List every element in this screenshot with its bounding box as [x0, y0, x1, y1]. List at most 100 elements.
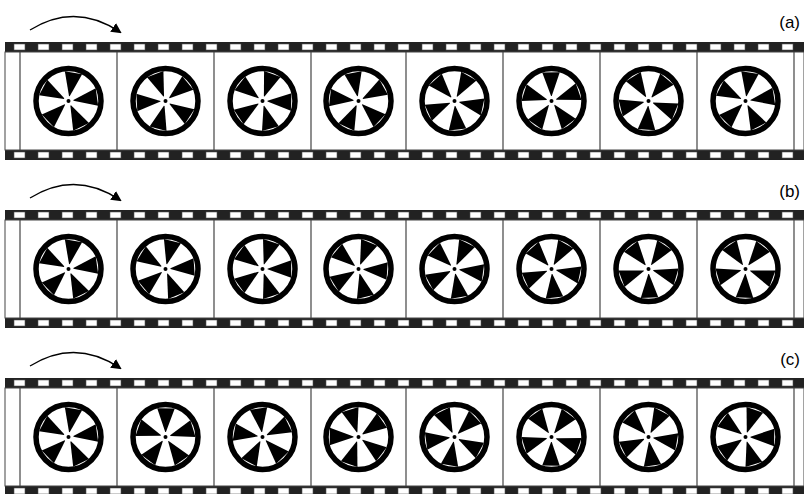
frame-divider	[405, 388, 406, 486]
wheel	[616, 69, 681, 134]
wheel	[422, 237, 487, 302]
sprocket-hole	[278, 320, 289, 326]
sprocket-hole	[542, 320, 553, 326]
sprocket-hole	[470, 44, 481, 50]
wheel	[713, 69, 778, 134]
sprocket-hole	[734, 44, 745, 50]
wheel	[36, 69, 101, 134]
sprocket-hole	[446, 380, 457, 386]
sprocket-hole	[686, 488, 697, 494]
sprocket-hole	[326, 380, 337, 386]
sprocket-hole	[62, 212, 73, 218]
wheel	[326, 405, 391, 470]
sprocket-hole	[518, 212, 529, 218]
sprocket-hole	[638, 488, 649, 494]
sprocket-hole	[758, 152, 769, 158]
sprocket-hole	[590, 488, 601, 494]
frame-divider	[502, 52, 503, 150]
frame-divider	[696, 52, 697, 150]
frame-divider	[116, 388, 117, 486]
film-ground	[5, 388, 804, 486]
sprocket-hole	[86, 320, 97, 326]
sprocket-hole	[614, 212, 625, 218]
sprocket-hole	[374, 44, 385, 50]
sprocket-hole	[518, 320, 529, 326]
sprocket-band	[5, 150, 804, 160]
sprocket-hole	[662, 44, 673, 50]
sprocket-hole	[38, 320, 49, 326]
sprocket-hole	[182, 212, 193, 218]
sprocket-hole	[86, 380, 97, 386]
sprocket-hole	[230, 380, 241, 386]
sprocket-hole	[206, 488, 217, 494]
sprocket-hole	[686, 320, 697, 326]
frame-divider	[696, 388, 697, 486]
sprocket-hole	[614, 320, 625, 326]
frame-divider	[696, 220, 697, 318]
sprocket-hole	[494, 320, 505, 326]
sprocket-hole	[38, 212, 49, 218]
sprocket-hole	[326, 212, 337, 218]
frame-divider	[310, 388, 311, 486]
film-strip	[5, 352, 804, 494]
sprocket-hole	[254, 320, 265, 326]
frame-divider	[793, 52, 794, 150]
sprocket-hole	[110, 44, 121, 50]
sprocket-hole	[86, 212, 97, 218]
sprocket-hole	[398, 320, 409, 326]
sprocket-hole	[422, 212, 433, 218]
sprocket-hole	[638, 212, 649, 218]
sprocket-hole	[134, 488, 145, 494]
sprocket-hole	[638, 152, 649, 158]
sprocket-hole	[686, 44, 697, 50]
sprocket-hole	[494, 212, 505, 218]
sprocket-hole	[446, 320, 457, 326]
sprocket-hole	[230, 212, 241, 218]
sprocket-hole	[662, 488, 673, 494]
sprocket-hole	[182, 44, 193, 50]
frame-divider	[116, 52, 117, 150]
sprocket-hole	[422, 44, 433, 50]
sprocket-hole	[374, 488, 385, 494]
frame-divider	[310, 52, 311, 150]
sprocket-hole	[110, 320, 121, 326]
film-ground	[5, 52, 804, 150]
sprocket-hole	[302, 44, 313, 50]
wheel	[133, 237, 198, 302]
sprocket-band	[5, 42, 804, 52]
sprocket-hole	[446, 152, 457, 158]
sprocket-hole	[230, 44, 241, 50]
sprocket-hole	[326, 44, 337, 50]
sprocket-hole	[494, 380, 505, 386]
sprocket-hole	[734, 152, 745, 158]
frame-divider	[793, 388, 794, 486]
sprocket-hole	[710, 320, 721, 326]
sprocket-hole	[710, 212, 721, 218]
rotation-arrow	[30, 184, 120, 200]
frame-divider	[213, 388, 214, 486]
sprocket-hole	[110, 380, 121, 386]
sprocket-hole	[566, 212, 577, 218]
sprocket-hole	[518, 44, 529, 50]
sprocket-hole	[38, 152, 49, 158]
sprocket-hole	[662, 152, 673, 158]
sprocket-hole	[566, 44, 577, 50]
wheel	[713, 237, 778, 302]
sprocket-hole	[110, 488, 121, 494]
sprocket-hole	[734, 380, 745, 386]
sprocket-hole	[302, 380, 313, 386]
sprocket-hole	[86, 44, 97, 50]
rotation-arrow	[30, 16, 120, 32]
film-strip	[5, 184, 804, 328]
sprocket-hole	[374, 152, 385, 158]
frame-divider	[405, 220, 406, 318]
sprocket-hole	[614, 488, 625, 494]
sprocket-hole	[350, 44, 361, 50]
sprocket-hole	[158, 212, 169, 218]
sprocket-hole	[518, 488, 529, 494]
sprocket-hole	[350, 380, 361, 386]
film-ground	[5, 220, 804, 318]
frame-divider	[19, 52, 20, 150]
sprocket-hole	[518, 380, 529, 386]
